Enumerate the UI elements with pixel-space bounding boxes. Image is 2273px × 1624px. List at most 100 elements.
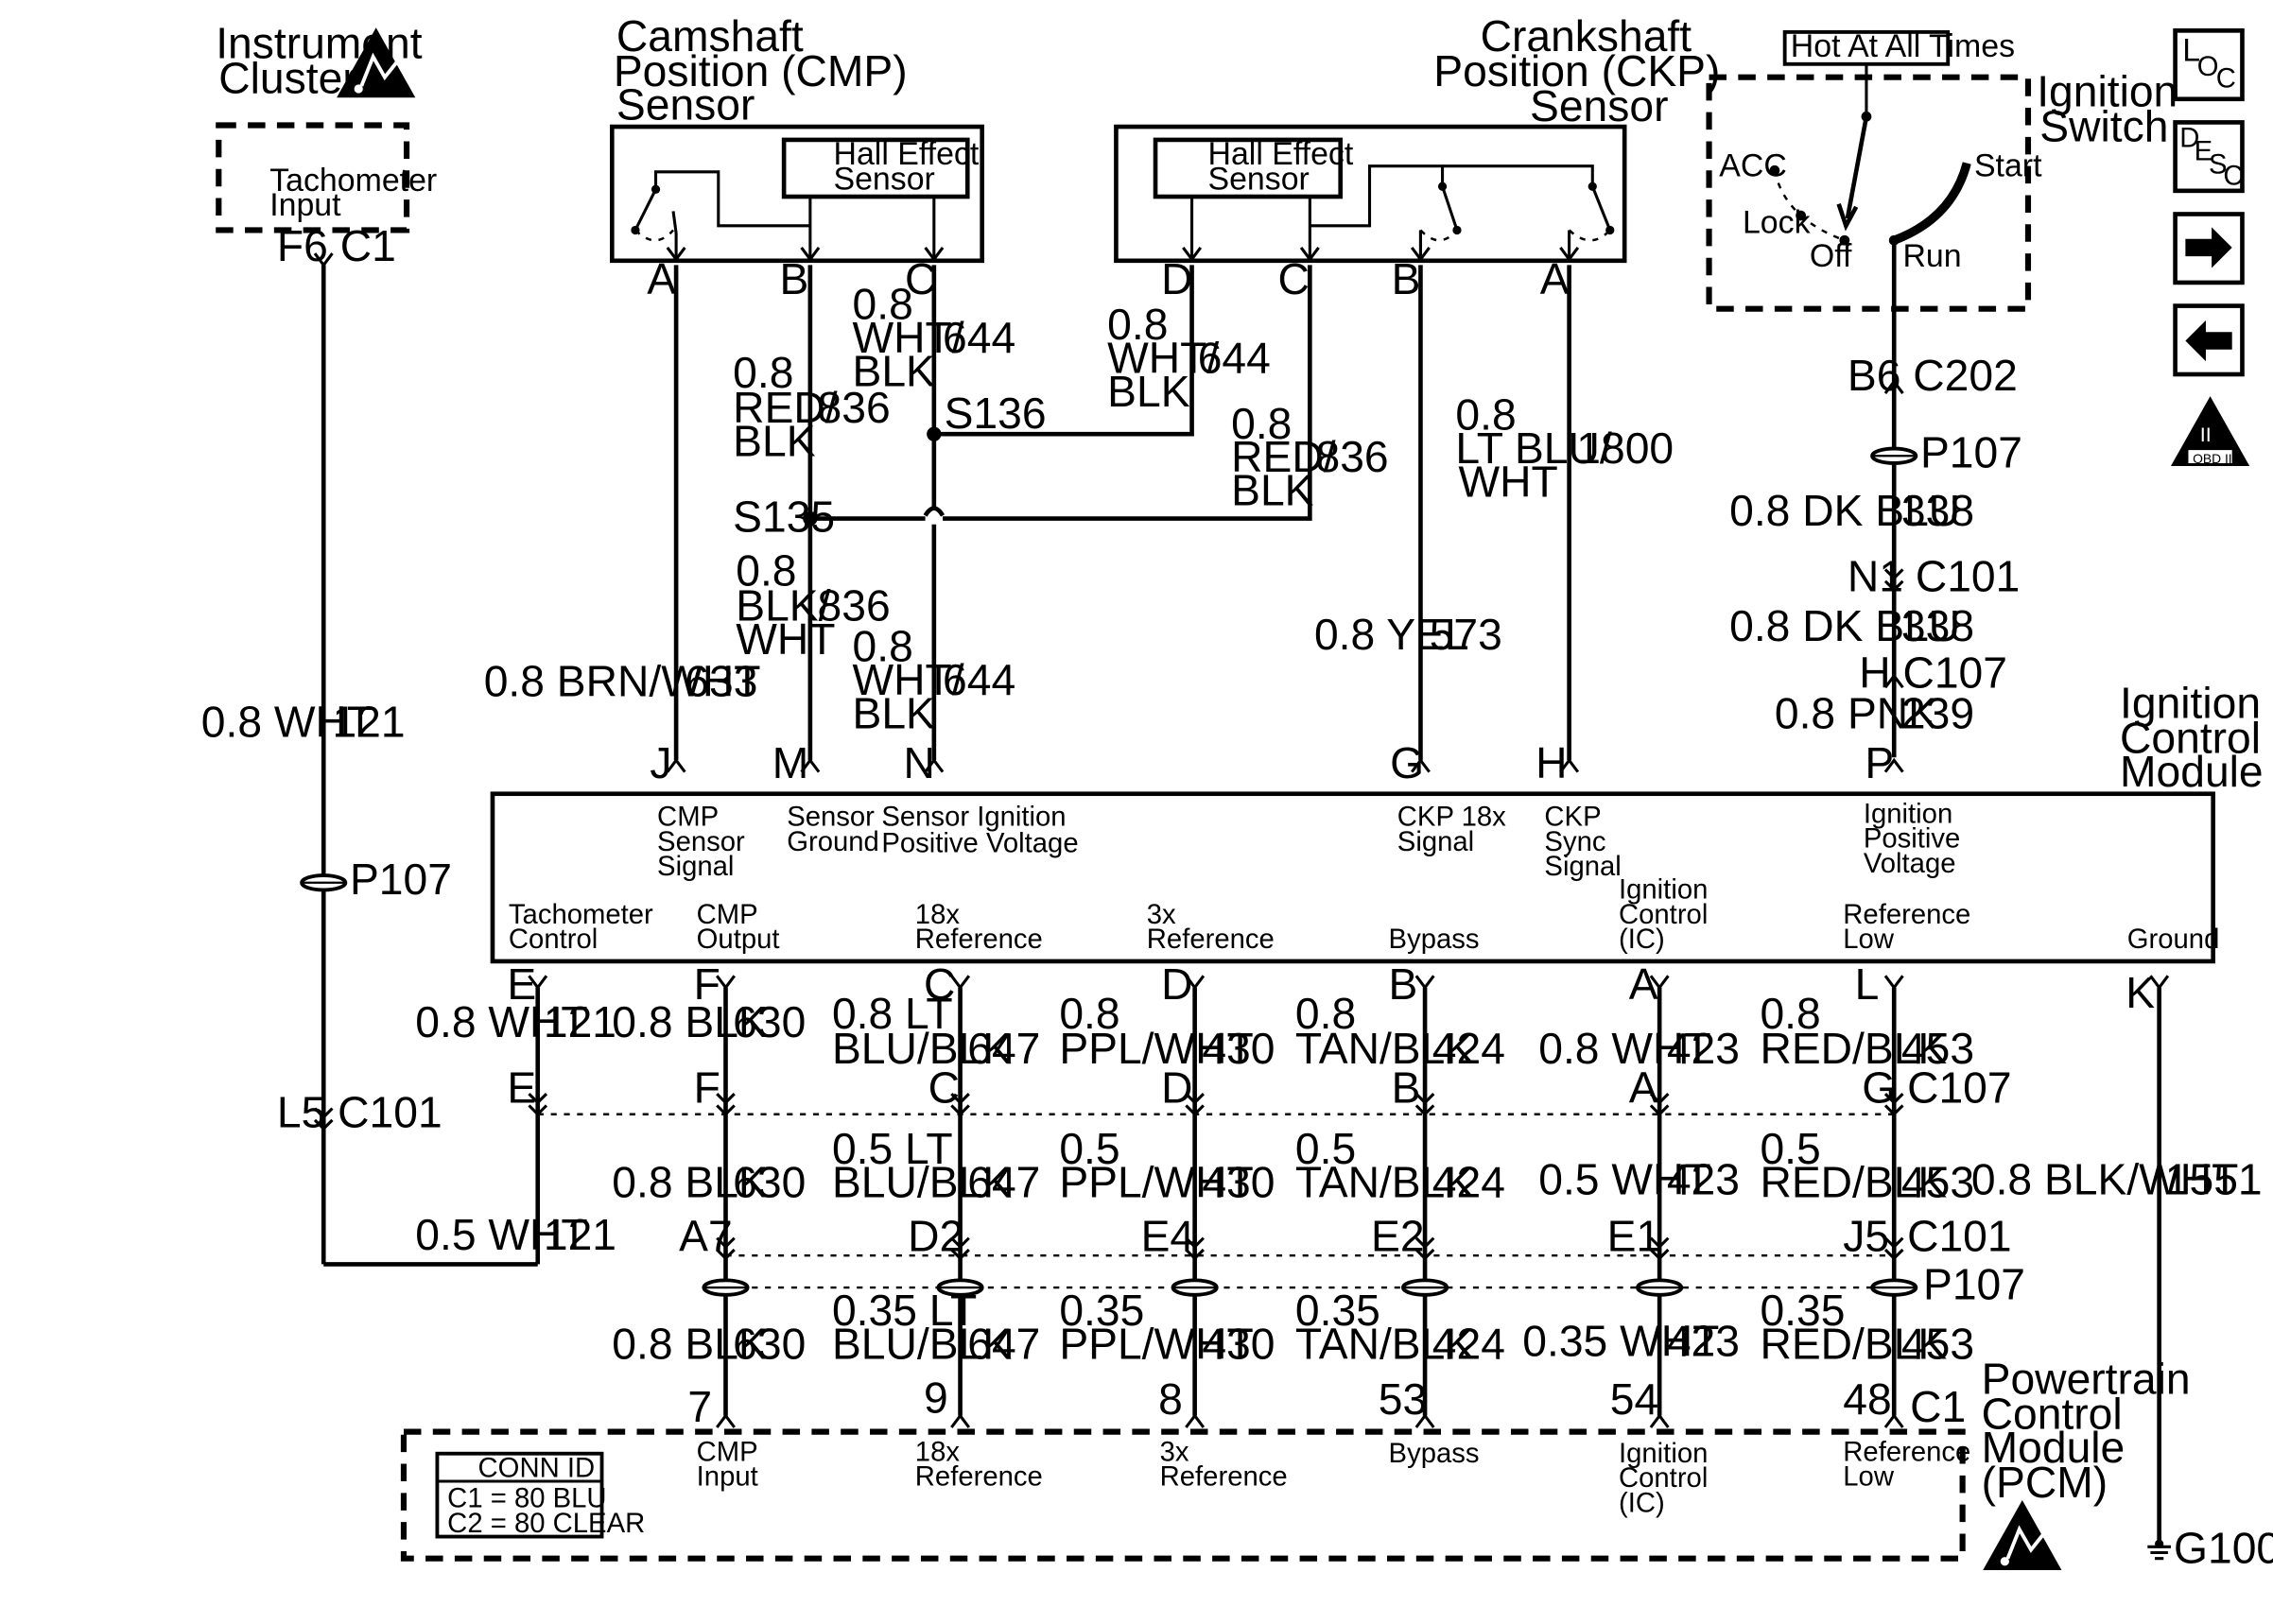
w453-r1-gauge: 0.8: [1760, 989, 1820, 1038]
w647-r2-circuit: 647: [967, 1158, 1040, 1207]
obd-ii-icon[interactable]: OBD II II: [2170, 396, 2250, 467]
wire-1800-color-2: WHT: [1459, 457, 1558, 506]
ckp-hall-label-2: Sensor: [1207, 161, 1309, 197]
wire-836c-circuit: 836: [1316, 432, 1389, 481]
w1551-color: 0.8 BLK/WHT: [1971, 1154, 2239, 1203]
pcm-label-ref-low: Reference: [1843, 1437, 1970, 1467]
c107-pin-b: B: [1392, 1063, 1421, 1112]
svg-text:II: II: [2200, 423, 2212, 446]
pcm-title-1: Powertrain: [1982, 1355, 2191, 1404]
wire-644c-color: WHT/: [1107, 333, 1219, 382]
instrument-cluster-title-2: Cluster: [218, 54, 356, 103]
ignition-switch: Hot At All Times Ignition Switch ACC Loc…: [1706, 28, 2178, 758]
icm-label-cmp-sensor-signal-3: Signal: [657, 852, 734, 882]
conn-id-c1: C1 = 80 BLU: [447, 1484, 606, 1514]
pcm-label-ref-low-2: Low: [1843, 1462, 1895, 1493]
wire-1800-gauge: 0.8: [1455, 390, 1516, 440]
wire-836a-circuit: 836: [818, 383, 891, 432]
pcm-label-ic-2: Control: [1619, 1463, 1708, 1494]
pcm-label-ic: Ignition: [1619, 1439, 1708, 1469]
icm-pin-a: A: [1629, 959, 1658, 1009]
wire-644b-color: WHT/: [853, 655, 964, 704]
icm-pin-c: C: [924, 959, 955, 1009]
instrument-cluster: Instrument Cluster Tachometer Input F6 C…: [201, 19, 616, 1267]
w453-r2-circuit: 453: [1901, 1158, 1974, 1207]
connector-h-c107: H C107: [1859, 648, 2007, 697]
w647-r1-circuit: 647: [967, 1024, 1040, 1073]
icm-pin-n: N: [903, 738, 934, 787]
icm-pin-e: E: [507, 959, 536, 1009]
icm-label-tach-control-2: Control: [509, 924, 598, 955]
ignition-pos-run: Run: [1902, 238, 1961, 274]
cmp-title-2: Position (CMP): [614, 46, 908, 95]
c107-pin-c: C: [928, 1063, 960, 1112]
w424-r3-circuit: 424: [1432, 1320, 1505, 1369]
instrument-cluster-box: [216, 122, 410, 233]
ckp-pin-a: A: [1540, 254, 1570, 303]
ckp-pin-d: D: [1161, 254, 1192, 303]
pcm-box: [400, 1428, 1966, 1562]
w430-r3-gauge: 0.35: [1059, 1286, 1144, 1335]
wire-121-color: 0.8 WHT: [201, 698, 373, 747]
w630-r2-color: 0.8 BLK: [612, 1158, 768, 1207]
w423-r1-color: 0.8 WHT: [1538, 1024, 1710, 1073]
wire-836b-circuit: 836: [818, 580, 891, 630]
wire-644a-circuit: 644: [943, 313, 1015, 362]
w423-r2-circuit: 423: [1667, 1154, 1740, 1203]
wire-644a-color-2: BLK: [853, 346, 936, 395]
tachometer-input-label: Tachometer: [269, 163, 437, 199]
ckp-sensor: Crankshaft Position (CKP) Sensor Hall Ef…: [1114, 11, 1720, 303]
conn-id-title: CONN ID: [478, 1453, 596, 1483]
connector-f6-c1: F6 C1: [277, 221, 396, 270]
w453-r3-color: RED/BLK: [1760, 1320, 1947, 1369]
w430-r3-color: PPL/WHT: [1059, 1320, 1253, 1369]
pcm-label-18x-ref-2: Reference: [915, 1462, 1043, 1493]
ckp-hall-label: Hall Effect: [1207, 136, 1353, 172]
wire-1800-color: LT BLU/: [1455, 423, 1611, 473]
icm-title-1: Ignition: [2120, 679, 2261, 728]
cmp-hall-effect-box: [781, 137, 970, 199]
cmp-title-1: Camshaft: [616, 11, 804, 60]
pcm: Powertrain Control Module (PCM) CONN ID …: [400, 1355, 2191, 1572]
svg-text:D: D: [2179, 124, 2199, 154]
ignition-control-module: Ignition Control Module J M N G H P CMP …: [490, 679, 2264, 1017]
w424-r2-circuit: 424: [1432, 1158, 1505, 1207]
pcm-label-3x-ref-2: Reference: [1160, 1462, 1288, 1493]
wire-338b-circuit: 338: [1901, 601, 1974, 650]
icm-pin-g: G: [1390, 738, 1424, 787]
wire-1800-circuit: 1800: [1576, 423, 1674, 473]
icm-label-ic: Ignition: [1619, 875, 1708, 906]
icm-label-ign-pos: Ignition: [1864, 800, 1952, 830]
next-arrow-icon[interactable]: [2173, 212, 2245, 285]
wire-836c-gauge: 0.8: [1231, 399, 1292, 448]
tachometer-input-label-2: Input: [269, 187, 341, 223]
icm-label-ign-pos-2: Positive: [1864, 824, 1960, 855]
icm-label-ref-low-2: Low: [1843, 924, 1895, 955]
pcm-title-3: Module: [1982, 1423, 2126, 1472]
c107-pin-a: A: [1629, 1063, 1658, 1112]
icm-label-cmp-sensor-signal-2: Sensor: [657, 827, 745, 857]
wire-633-color: 0.8 BRN/WHT: [484, 657, 761, 706]
w647-r2-gauge: 0.5 LT: [832, 1124, 953, 1173]
w423-r3-color: 0.35 WHT: [1522, 1316, 1719, 1365]
pcm-pin-7: 7: [687, 1382, 712, 1431]
icm-label-ic-3: (IC): [1619, 924, 1665, 955]
w423-r1-circuit: 423: [1667, 1024, 1740, 1073]
icm-label-ign-pos-3: Voltage: [1864, 849, 1956, 879]
wire-573-circuit: 573: [1430, 610, 1502, 659]
wire-644a-color: WHT/: [853, 313, 964, 362]
wire-338a-circuit: 338: [1901, 486, 1974, 535]
w430-r2-gauge: 0.5: [1059, 1124, 1119, 1173]
wire-836b-gauge: 0.8: [736, 545, 796, 595]
connector-l5-c101: L5 C101: [277, 1088, 442, 1137]
wire-644b-gauge: 0.8: [853, 622, 913, 671]
wire-338a-color: 0.8 DK BLU: [1729, 486, 1960, 535]
loc-icon[interactable]: LOC: [2173, 28, 2245, 102]
p107-label: P107: [1923, 1259, 2025, 1308]
prev-arrow-icon[interactable]: [2173, 303, 2245, 377]
c101-pin-e1: E1: [1607, 1212, 1661, 1261]
splice-p107-tach: [298, 873, 349, 892]
pcm-pin-54: 54: [1610, 1374, 1658, 1424]
